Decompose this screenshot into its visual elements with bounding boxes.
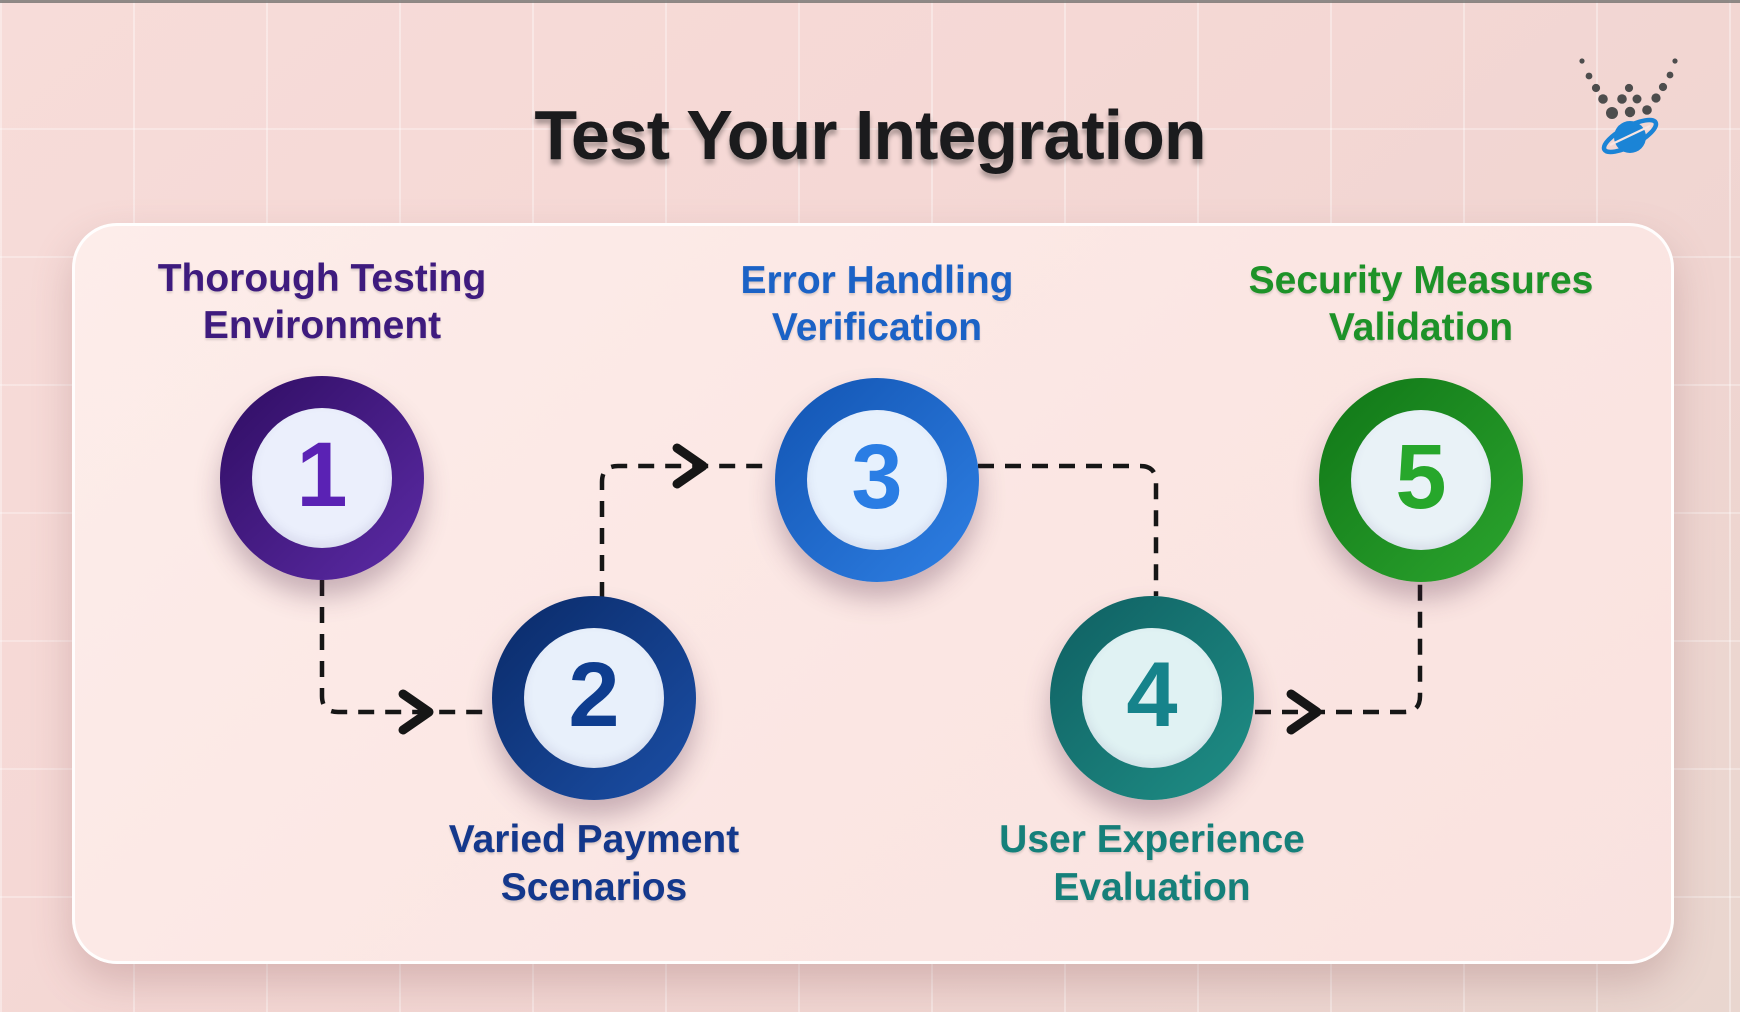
- step-3-circle-inner: 3: [807, 410, 947, 550]
- arrow-2-3-icon: [672, 443, 708, 489]
- step-2-circle-inner: 2: [524, 628, 664, 768]
- logo-dots: [1579, 58, 1678, 119]
- arrow-1-2-icon: [398, 689, 434, 735]
- brand-logo: [1579, 58, 1678, 155]
- connector-1-2: [319, 580, 489, 715]
- step-4-label: User Experience Evaluation: [922, 816, 1382, 911]
- step-5-circle-inner: 5: [1351, 410, 1491, 550]
- arrow-4-5-icon: [1286, 689, 1322, 735]
- step-1-label: Thorough Testing Environment: [92, 255, 552, 350]
- step-4-number: 4: [1126, 644, 1178, 746]
- step-2-number: 2: [568, 644, 620, 746]
- step-5-label-line2: Validation: [1328, 306, 1514, 350]
- step-2-label-line2: Scenarios: [500, 865, 688, 909]
- step-1-label-line2: Environment: [202, 304, 442, 348]
- step-2-label-line1: Varied Payment: [448, 818, 740, 861]
- step-3-number: 3: [851, 426, 903, 528]
- step-5-number: 5: [1395, 426, 1447, 528]
- logo-planet-icon: [1601, 117, 1659, 155]
- page-title: Test Your Integration: [534, 95, 1206, 174]
- step-1-number: 1: [296, 424, 348, 526]
- infographic-card: [72, 223, 1674, 964]
- step-3-label: Error Handling Verification: [647, 257, 1107, 352]
- step-1-circle-inner: 1: [252, 408, 392, 548]
- step-4-circle: 4: [1050, 596, 1254, 800]
- connector-2-3: [599, 463, 773, 598]
- step-5-circle: 5: [1319, 378, 1523, 582]
- step-1-label-line1: Thorough Testing: [157, 256, 487, 300]
- step-5-label: Security Measures Validation: [1191, 257, 1651, 352]
- connector-3-4: [978, 463, 1159, 596]
- window-top-edge: [0, 0, 1740, 3]
- step-1-circle: 1: [220, 376, 424, 580]
- connector-4-5: [1255, 581, 1423, 715]
- step-4-label-line2: Evaluation: [1053, 865, 1251, 909]
- step-5-label-line1: Security Measures: [1248, 258, 1594, 302]
- step-3-circle: 3: [775, 378, 979, 582]
- step-3-label-line2: Verification: [771, 306, 983, 350]
- step-2-label: Varied Payment Scenarios: [364, 816, 824, 911]
- step-3-label-line1: Error Handling: [740, 258, 1014, 302]
- step-4-circle-inner: 4: [1082, 628, 1222, 768]
- step-4-label-line1: User Experience: [999, 818, 1305, 861]
- step-2-circle: 2: [492, 596, 696, 800]
